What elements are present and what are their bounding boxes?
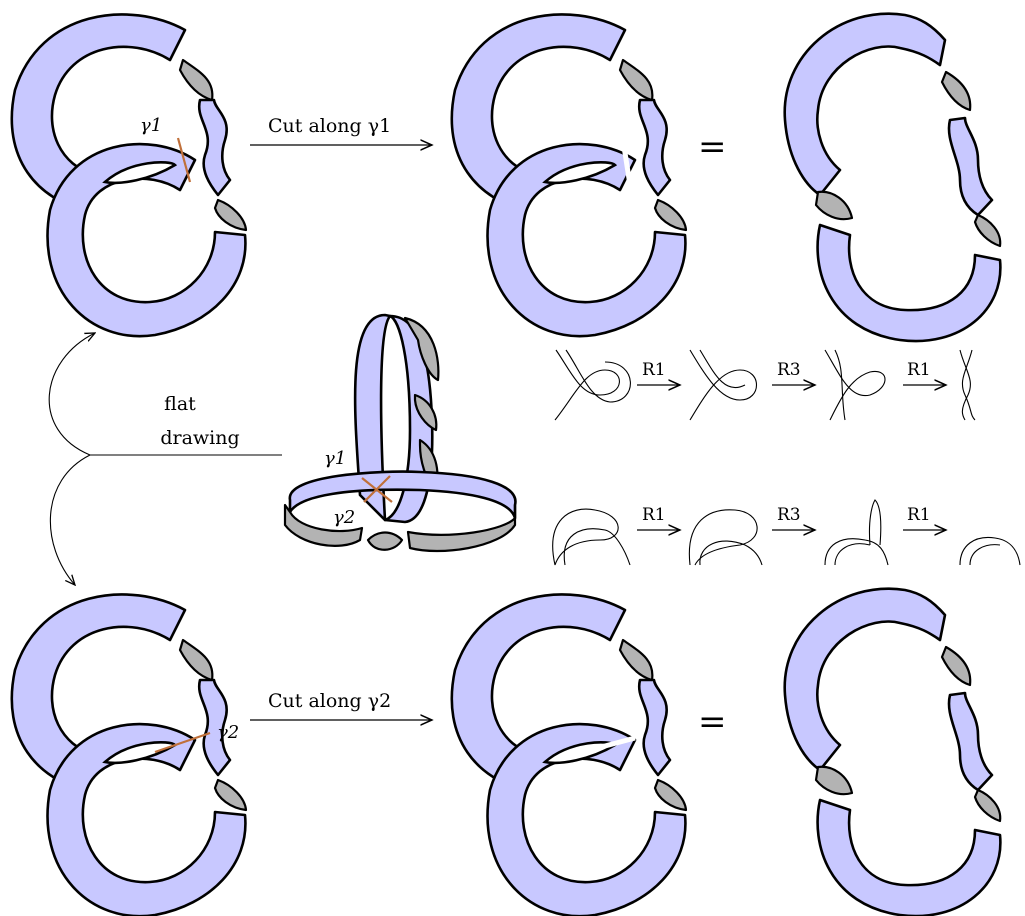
move-r1-b: R1 — [907, 360, 931, 380]
move-r1-a: R1 — [642, 360, 666, 380]
flat-cut-gamma2 — [363, 475, 391, 503]
linked-bands-bottom-cut — [450, 593, 688, 916]
separated-band-bottom — [783, 587, 1002, 916]
move-r3-a: R3 — [777, 360, 801, 380]
cut-label-top: Cut along γ1 — [268, 115, 391, 137]
flat-label-line1: flat — [164, 393, 196, 415]
label-gamma1-top: γ1 — [140, 115, 162, 136]
cut-arrow-bottom: Cut along γ2 — [250, 690, 432, 720]
move-r1-c: R1 — [642, 505, 666, 525]
separated-band-top — [783, 12, 1002, 343]
equals-bottom: = — [698, 702, 727, 742]
label-gamma2-mid: γ2 — [333, 507, 355, 528]
reidemeister-sequence-1: R1 R3 R1 — [554, 349, 976, 421]
linked-bands-top: γ1 — [10, 13, 248, 338]
linked-bands-top-cut — [450, 13, 688, 338]
move-r1-d: R1 — [907, 505, 931, 525]
reidemeister-sequence-2: R1 R3 R1 — [552, 499, 1021, 566]
flat-label-line2: drawing — [160, 427, 239, 449]
cut-gap-bottom — [559, 735, 636, 761]
flat-drawing-arrows: flat drawing — [48, 333, 282, 585]
label-gamma2-bottom: γ2 — [217, 722, 239, 743]
cut-line-gamma2 — [154, 731, 211, 754]
cut-arrow-top: Cut along γ1 — [250, 115, 432, 145]
equals-top: = — [698, 127, 727, 167]
move-r3-b: R3 — [777, 505, 801, 525]
label-gamma1-mid: γ1 — [324, 448, 346, 469]
cut-label-bottom: Cut along γ2 — [268, 690, 391, 712]
flat-drawing-figure: γ1 γ2 — [283, 313, 517, 553]
cut-gap-top — [620, 139, 633, 186]
linked-bands-bottom: γ2 — [10, 593, 248, 916]
cut-line-gamma1 — [176, 137, 192, 183]
